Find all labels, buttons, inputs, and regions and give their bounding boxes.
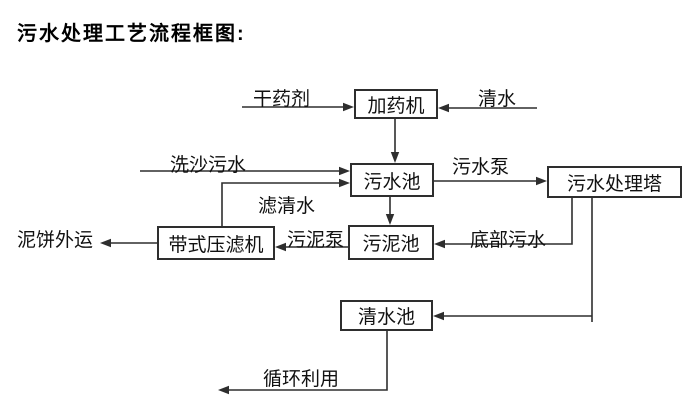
node-clear-water-pool: 清水池 [340,300,433,331]
node-clear-water-pool-label: 清水池 [357,307,415,328]
edge-label-clear-water: 清水 [478,89,517,110]
arrow-sludge-pump [275,242,348,252]
node-sludge-pool-label: 污泥池 [362,234,420,255]
edge-label-sewage-pump: 污水泵 [452,157,510,178]
node-belt-filter-press: 带式压滤机 [157,226,275,260]
arrow-sewage-to-sludge-pool [385,196,395,225]
edge-label-sand-washing-sewage: 洗沙污水 [170,155,247,176]
edge-label-mud-cake-out: 泥饼外运 [17,230,94,251]
arrow-filtered-water [221,178,350,226]
edge-label-filtered-water: 滤清水 [258,196,316,217]
arrow-clear-water-in [438,103,537,113]
arrow-mud-cake-out [100,238,157,248]
node-dosing-machine-label: 加药机 [367,95,425,117]
node-sludge-pool: 污泥池 [348,225,434,260]
node-treatment-tower-label: 污水处理塔 [566,173,662,195]
arrow-sand-washing-sewage [140,166,350,176]
edge-label-recycle: 循环利用 [263,369,340,390]
arrow-recycle [218,331,388,395]
node-sewage-pool-label: 污水池 [363,171,421,193]
arrow-dosing-to-sewage-pool [390,118,400,163]
page-title: 污水处理工艺流程框图: [17,23,246,45]
arrow-tower-to-clear-pool [433,197,593,322]
arrow-dry-chemical [242,102,354,112]
edge-label-dry-chemical: 干药剂 [253,89,311,110]
node-belt-filter-press-label: 带式压滤机 [168,234,264,256]
node-sewage-pool: 污水池 [350,163,434,197]
node-treatment-tower: 污水处理塔 [547,166,682,198]
arrow-bottom-sewage [434,197,573,249]
edge-label-bottom-sewage: 底部污水 [470,230,547,251]
node-dosing-machine: 加药机 [354,89,438,119]
arrow-sewage-pump [434,176,547,186]
edge-label-sludge-pump: 污泥泵 [287,230,345,251]
